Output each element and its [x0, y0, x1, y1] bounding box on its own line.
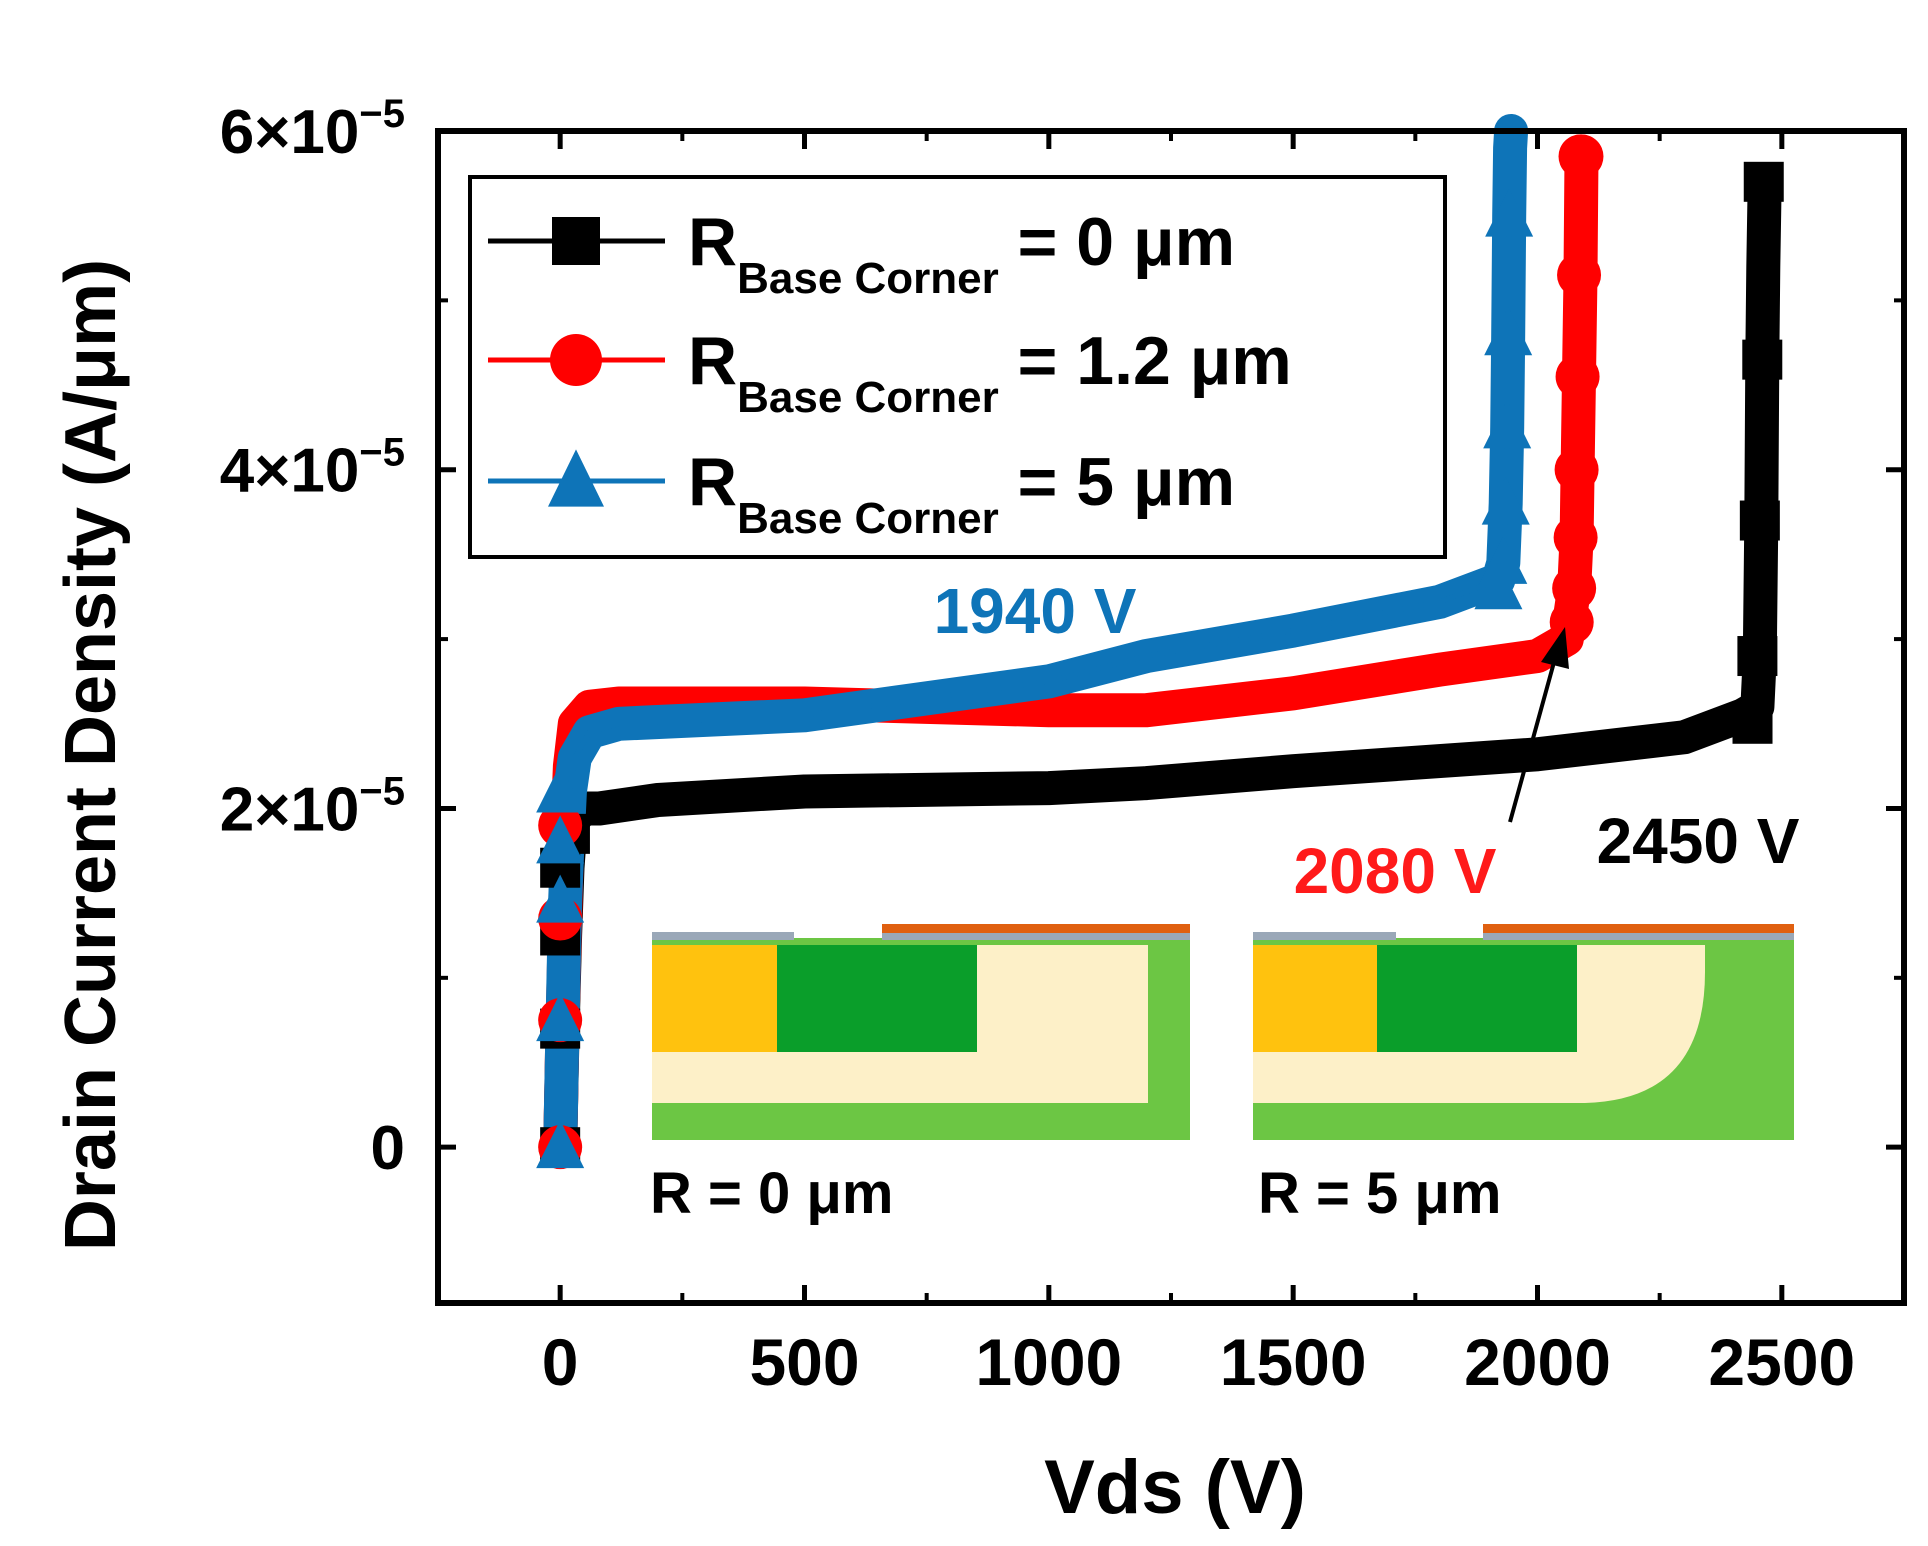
data-point-2 [1481, 476, 1530, 525]
inset-r5-gate-oxide [1483, 932, 1794, 940]
inset-r5: R = 5 μm [1253, 924, 1794, 1226]
data-point-1 [1552, 566, 1597, 611]
data-point-0 [1732, 703, 1773, 744]
data-point-2 [1474, 561, 1523, 610]
legend-marker [548, 449, 604, 507]
annotation-1940v: 1940 V [934, 575, 1137, 647]
inset-r0: R = 0 μm [650, 924, 1190, 1226]
inset-r0-label: R = 0 μm [650, 1161, 893, 1226]
legend-item-1: RBase Corner = 1.2 μm [488, 323, 1292, 422]
legend-item-0: RBase Corner = 0 μm [488, 204, 1235, 303]
data-point-1 [1555, 354, 1600, 399]
ticks-layer: 0 500 1000 1500 2000 2500 0 2×10−5 4×10−5 6×10−5 [220, 92, 1904, 1399]
data-point-2 [1484, 307, 1533, 356]
legend: RBase Corner = 0 μm RBase Corner = 1.2 μm… [468, 175, 1447, 559]
y-tick-label: 6×10−5 [220, 92, 405, 167]
data-point-1 [1553, 515, 1598, 560]
legend-label: RBase Corner = 5 μm [688, 444, 1235, 543]
data-point-1 [1549, 600, 1594, 645]
data-point-2 [1483, 400, 1532, 449]
annotation-2080v: 2080 V [1294, 835, 1497, 907]
inset-r0-gate [882, 924, 1190, 933]
data-point-2 [1485, 188, 1534, 237]
markers-layer [536, 134, 1784, 1170]
x-tick-label: 0 [542, 1325, 579, 1399]
data-point-0 [1743, 161, 1784, 202]
data-point-0 [1737, 636, 1778, 677]
data-point-1 [1557, 252, 1602, 297]
inset-r0-contact-left [652, 932, 794, 940]
data-point-0 [1739, 500, 1780, 541]
data-point-2 [536, 764, 585, 813]
inset-r5-gate [1483, 924, 1794, 933]
y-tick-label: 0 [371, 1114, 405, 1183]
x-axis-label: Vds (V) [1044, 1445, 1306, 1530]
y-axis-label: Drain Current Density (A/μm) [51, 259, 131, 1251]
legend-marker [552, 217, 600, 265]
data-point-1 [1554, 447, 1599, 492]
annotation-arrow [1508, 627, 1569, 823]
x-tick-label: 1000 [975, 1325, 1122, 1399]
y-tick-label: 4×10−5 [220, 431, 405, 506]
legend-label: RBase Corner = 1.2 μm [688, 323, 1292, 422]
data-point-2 [536, 874, 585, 923]
data-point-2 [1479, 535, 1528, 584]
inset-r5-contact-left [1253, 932, 1396, 940]
inset-r0-base [777, 945, 977, 1052]
data-point-0 [1742, 339, 1783, 380]
x-tick-label: 500 [749, 1325, 859, 1399]
data-point-2 [536, 815, 585, 864]
x-tick-label: 1500 [1220, 1325, 1367, 1399]
x-tick-label: 2500 [1708, 1325, 1855, 1399]
plot-frame [435, 128, 1907, 1306]
data-point-1 [1559, 134, 1604, 179]
inset-r0-source [652, 945, 777, 1052]
inset-r5-label: R = 5 μm [1258, 1161, 1501, 1226]
annotation-2450v: 2450 V [1597, 805, 1800, 877]
data-point-2 [536, 993, 585, 1042]
x-tick-label: 2000 [1464, 1325, 1611, 1399]
legend-marker [550, 334, 602, 386]
legend-item-2: RBase Corner = 5 μm [488, 444, 1235, 543]
data-point-2 [536, 1120, 585, 1169]
y-tick-label: 2×10−5 [220, 769, 405, 844]
inset-r0-gate-oxide [882, 932, 1190, 940]
inset-r5-source [1253, 945, 1377, 1052]
inset-r5-base [1377, 945, 1577, 1052]
legend-label: RBase Corner = 0 μm [688, 204, 1235, 303]
